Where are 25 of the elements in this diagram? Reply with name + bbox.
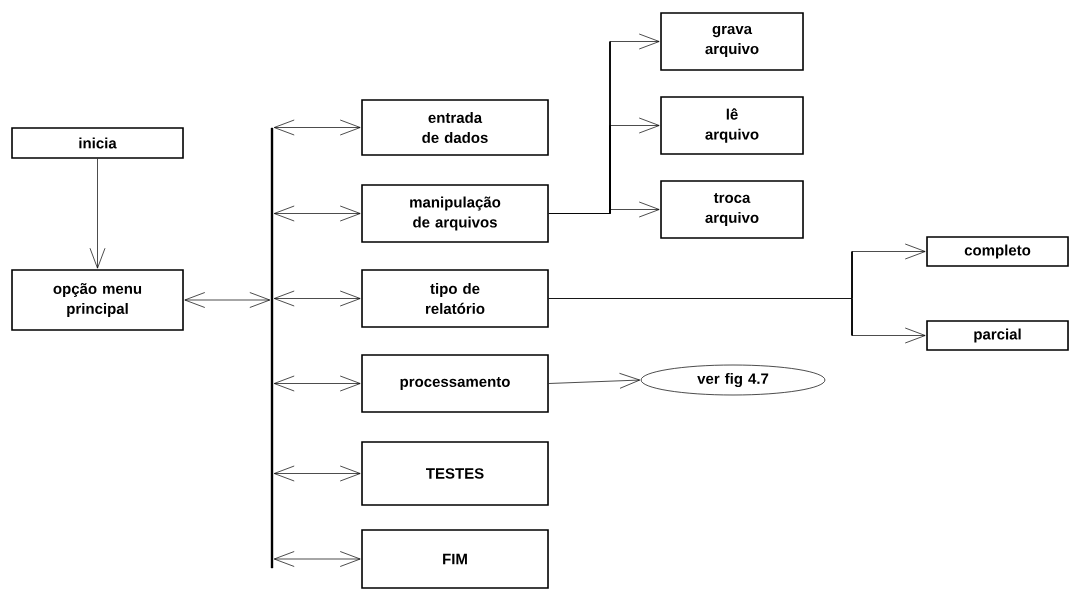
arrow [273, 290, 361, 307]
process-box: completo [926, 236, 1069, 267]
arrow [273, 375, 361, 392]
arrow [273, 551, 361, 567]
process-box: manipulação de arquivos [361, 184, 549, 243]
arrow [273, 205, 361, 222]
process-box: lê arquivo [660, 96, 804, 155]
bus-bar [270, 127, 274, 569]
arrow [548, 372, 641, 389]
process-box: troca arquivo [660, 180, 804, 239]
arrow [273, 119, 361, 136]
process-box: grava arquivo [660, 12, 804, 71]
arrow [184, 292, 271, 308]
process-box: processamento [361, 354, 549, 413]
process-box: opção menu principal [11, 269, 184, 331]
arrow [548, 201, 660, 218]
process-box: tipo de relatório [361, 269, 549, 328]
process-box: entrada de dados [361, 99, 549, 156]
arrow [273, 465, 361, 482]
arrow [548, 297, 926, 344]
process-box: inicia [11, 127, 184, 159]
process-box: FIM [361, 529, 549, 589]
process-box: TESTES [361, 441, 549, 506]
process-box: parcial [926, 320, 1069, 351]
arrow [89, 158, 106, 269]
